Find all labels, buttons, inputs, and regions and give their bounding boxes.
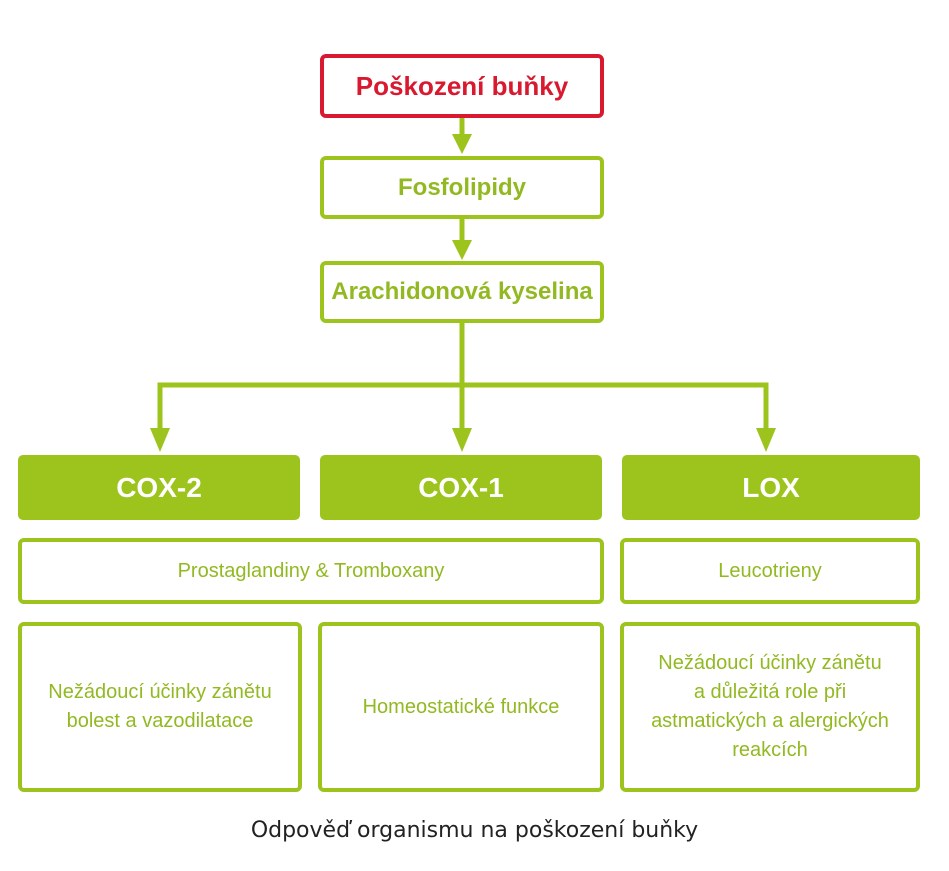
node-cox2-effects-text: Nežádoucí účinky zánětu bolest a vazodil… [48,678,271,736]
node-arachidonic-acid-label: Arachidonová kyselina [331,278,593,305]
effect-line: astmatických a alergických [651,710,889,732]
figure-caption: Odpověď organismu na poškození buňky [250,818,699,843]
node-cox1: COX-1 [320,455,602,520]
node-cell-damage-label: Poškození buňky [355,70,569,101]
node-arachidonic-acid: Arachidonová kyselina [320,261,604,323]
node-phospholipids: Fosfolipidy [320,156,604,219]
arrowhead-cox2 [150,428,170,452]
effect-line: Nežádoucí účinky zánětu [48,681,272,703]
node-prostaglandins: Prostaglandiny & Tromboxany [18,538,604,604]
node-lox-label: LOX [742,471,800,503]
node-leukotrienes: Leucotrieny [620,538,920,604]
arrowhead-cox1 [452,428,472,452]
node-prostaglandins-label: Prostaglandiny & Tromboxany [177,559,445,582]
effect-line: reakcích [732,739,808,761]
arrowhead-step2 [452,134,472,154]
node-lox-effects: Nežádoucí účinky zánětu a důležitá role … [620,622,920,792]
arrowhead-lox [756,428,776,452]
node-cox2-label: COX-2 [116,471,202,503]
node-cell-damage: Poškození buňky [320,54,604,118]
node-cox1-label: COX-1 [418,471,504,503]
node-phospholipids-label: Fosfolipidy [398,173,526,201]
node-cox2-effects: Nežádoucí účinky zánětu bolest a vazodil… [18,622,302,792]
branch-horizontal [157,382,769,430]
effect-line: Nežádoucí účinky zánětu [658,652,882,674]
effect-line: a důležitá role při [693,681,847,703]
node-lox: LOX [622,455,920,520]
effect-line: Homeostatické funkce [362,695,560,718]
node-lox-effects-text: Nežádoucí účinky zánětu a důležitá role … [651,649,889,765]
arrowhead-step3 [452,240,472,260]
node-cox1-effects: Homeostatické funkce [318,622,604,792]
effect-line: bolest a vazodilatace [66,710,254,732]
node-leukotrienes-label: Leucotrieny [718,559,822,582]
node-cox2: COX-2 [18,455,300,520]
node-cox1-effects-text: Homeostatické funkce [363,693,560,722]
